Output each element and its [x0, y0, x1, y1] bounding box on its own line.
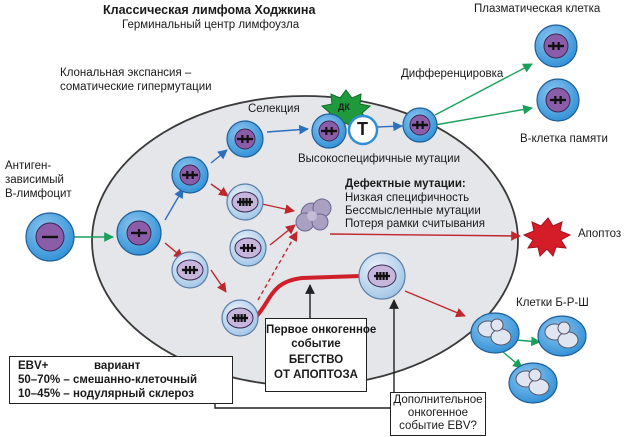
apoptotic-body-shape [522, 217, 572, 257]
label-rs-cells: Клетки Б-Р-Ш [516, 297, 589, 309]
label-antigen-3: В-лимфоцит [5, 188, 72, 200]
oncogenic-line-1: Первое онкогенное [266, 324, 377, 336]
ebv-box: EBV+ вариант 50–70% – смешанно-клеточный… [9, 356, 233, 404]
label-memory-cell: В-клетка памяти [520, 133, 608, 145]
label-apoptosis: Апоптоз [578, 228, 622, 240]
ebv-row-2: 50–70% – смешанно-клеточный [18, 374, 198, 386]
ebv-row-3: 10–45% – нодулярный склероз [18, 388, 195, 400]
arrow-blue-3 [266, 124, 309, 135]
arrows [74, 63, 541, 418]
label-selection: Селекция [248, 103, 300, 115]
cell-memory [536, 78, 580, 122]
label-clonal-expansion: Клональная экспансия – [60, 67, 192, 79]
cell-high-affinity [402, 107, 438, 143]
arrow-red-3 [210, 269, 227, 293]
oncogenic-line-4: ОТ АПОПТОЗА [274, 369, 358, 381]
arrow-dashed [257, 231, 298, 301]
label-defective-1: Низкая специфичность [345, 192, 470, 204]
arrow-escape-to-rs [404, 290, 466, 318]
ebv-row-1a: EBV+ [18, 360, 49, 372]
cell-clone-1 [116, 210, 162, 256]
cell-escaped [358, 252, 406, 300]
diagram-title: Классическая лимфома Ходжкина [103, 3, 316, 17]
cell-clone-6 [229, 229, 267, 267]
arrow-red-2 [210, 183, 229, 197]
cell-plasma [534, 24, 578, 68]
label-antigen-1: Антиген- [5, 160, 52, 172]
label-defective-3: Потеря рамки считывания [345, 218, 485, 230]
label-antigen-2: зависимый [5, 174, 64, 186]
oncogenic-line-2: событие [291, 338, 341, 350]
cell-clone-2 [171, 156, 209, 194]
label-dc: ДК [338, 102, 350, 112]
label-defective-title: Дефектные мутации: [345, 178, 466, 190]
additional-line-2: онкогенное [407, 407, 469, 419]
arrow-blue-1 [164, 188, 184, 221]
arrow-blue-2 [210, 149, 228, 164]
cell-clone-4 [226, 120, 264, 158]
rs-cell-3 [508, 362, 558, 404]
cell-naive-b-lymphocyte [25, 212, 75, 262]
arrow-rs-1 [515, 336, 541, 347]
rs-cell-1 [470, 312, 520, 354]
escape-path [253, 274, 361, 320]
arrow-to-plasma [434, 63, 533, 116]
arrow-rs-2 [502, 351, 523, 369]
label-high-specific: Высокоспецифичные мутации [298, 153, 460, 165]
arrow-blue-4 [376, 121, 403, 132]
arrow-red-4 [261, 203, 295, 214]
additional-line-3: событие EBV? [399, 420, 477, 432]
label-somatic-hypermutation: соматические гипермутации [60, 81, 212, 93]
oncogenic-line-3: БЕГСТВО [288, 354, 344, 366]
arrow-red-5 [269, 224, 296, 246]
cell-clone-5 [226, 183, 264, 221]
cell-selected [311, 113, 347, 149]
dying-cell-blob [295, 198, 332, 232]
oncogenic-event-box: Первое онкогенное событие БЕГСТВО ОТ АПО… [265, 318, 377, 392]
t-cell [347, 114, 379, 146]
arrow-ebv-connector [214, 402, 400, 409]
additional-line-1: Дополнительное [393, 394, 483, 406]
cells-layer [25, 24, 587, 404]
label-t: Т [357, 119, 368, 139]
cell-clone-3 [171, 251, 209, 289]
ebv-row-1b: вариант [94, 360, 141, 372]
label-defective-2: Бессмысленные мутации [345, 205, 481, 217]
arrow-to-apoptosis [329, 231, 521, 241]
additional-event-box: Дополнительное онкогенное событие EBV? [390, 392, 486, 436]
rs-cell-2 [537, 315, 587, 357]
diagram-subtitle: Герминальный центр лимфоузла [122, 19, 300, 31]
label-differentiation: Дифференцировка [401, 68, 504, 80]
label-plasma-cell: Плазматическая клетка [474, 3, 601, 15]
cell-clone-7 [221, 299, 259, 337]
arrow-to-memory [434, 104, 533, 126]
